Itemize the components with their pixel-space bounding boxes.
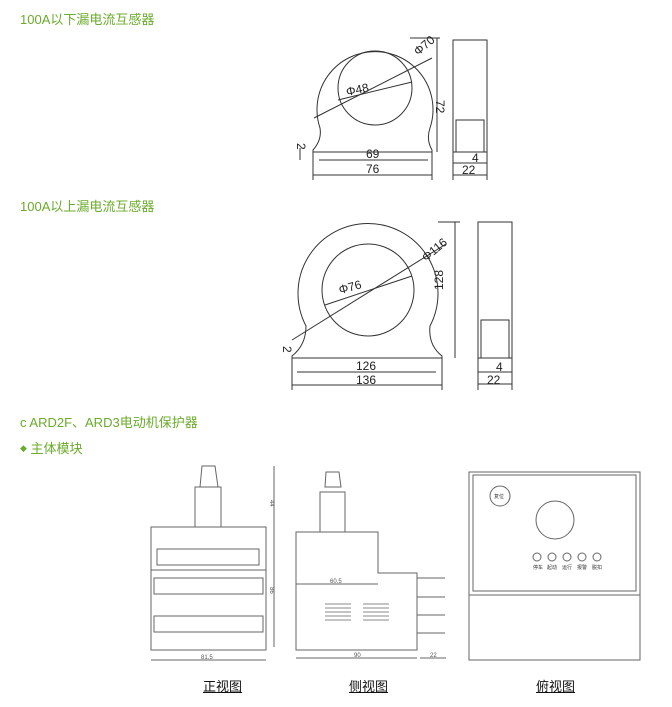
front-view-caption: 正视图 [203,679,243,694]
inner-diameter-label: Φ76 [337,277,363,297]
indicator-alarm-label: 报警 [577,564,587,571]
main-module-title: 主体模块 [30,441,83,456]
outer-diameter-label: Φ70 [411,33,438,59]
side-view-caption: 侧视图 [349,679,389,694]
protector-heading: c ARD2F、ARD3电动机保护器 [20,415,198,430]
side-width-label: 22 [487,373,501,387]
top-view-drawing: 复位 停车 起动 运行 报警 脱扣 [468,471,641,661]
front-view-drawing: 44 86 81.5 [150,465,275,661]
small-ct-heading: 100A以下漏电流互感器 [20,12,155,27]
side-view-drawing: 60.5 90 22 [295,471,446,659]
indicator-start-label: 起动 [547,564,557,571]
small-ct-drawing: Φ70 Φ48 72 2 69 76 4 22 [294,33,488,180]
slot-label: 4 [496,360,503,374]
indicator-trip-label: 脱扣 [592,564,602,571]
inner-diameter-label: Φ48 [345,80,371,99]
upper-depth-label: 60.5 [330,579,342,585]
width-label: 76 [366,162,380,176]
height-label: 128 [432,270,446,290]
height-label: 72 [433,100,447,114]
outer-diameter-label: Φ116 [419,235,450,264]
large-ct-heading: 100A以上漏电流互感器 [20,199,155,214]
hole-span-label: 126 [356,359,376,373]
depth-label: 90 [354,653,361,659]
large-ct-drawing: Φ116 Φ76 128 2 126 136 4 22 [280,221,513,390]
reset-button [489,485,511,507]
hole-span-label: 69 [366,147,380,161]
bullet-icon: ◆ [20,443,27,453]
top-height-label: 44 [268,500,274,507]
width-label: 81.5 [201,655,213,661]
top-view-caption: 俯视图 [536,679,576,694]
side-width-label: 22 [462,163,476,177]
indicator-stop-label: 停车 [533,564,543,571]
indicator-run-label: 运行 [562,564,572,571]
base-gap-label: 2 [280,346,294,353]
base-gap-label: 2 [294,143,308,150]
reset-label: 复位 [494,493,504,500]
body-height-label: 86 [268,587,274,594]
main-module-heading: ◆ 主体模块 [20,438,83,457]
slot-label: 4 [472,151,479,165]
terminal-depth-label: 22 [430,653,437,659]
width-label: 136 [356,373,376,387]
